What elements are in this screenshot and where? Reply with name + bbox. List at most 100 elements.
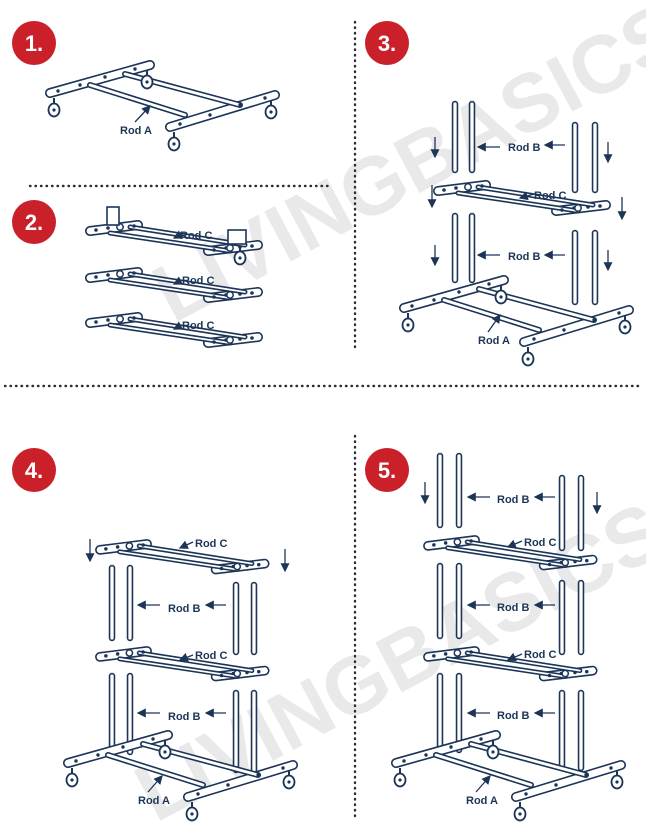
bolt-hole [196, 792, 200, 796]
bolt-hole [256, 669, 261, 674]
bolt-hole [141, 650, 145, 654]
bolt-hole [592, 318, 596, 322]
bolt-hole [443, 541, 448, 545]
bolt-hole [104, 654, 108, 658]
rod-c-cross-fill [138, 545, 253, 565]
step-number: 4. [25, 458, 43, 483]
bolt-hole [104, 547, 108, 551]
rod-a-cross-fill [442, 298, 541, 332]
bolt-hole [121, 745, 125, 749]
bolt-hole [245, 670, 249, 675]
rod-c-cross-fill [109, 232, 231, 252]
bolt-hole [115, 652, 120, 656]
bolt-hole [78, 83, 82, 87]
step-number: 2. [25, 210, 43, 235]
badge-circle [12, 200, 56, 244]
caster-hub [172, 142, 176, 146]
rod-b-label: Rod B [508, 251, 540, 263]
rod-b-label: Rod B [508, 142, 540, 154]
bolt-hole [106, 226, 110, 230]
bolt-hole [132, 224, 136, 228]
bolt-hole [250, 244, 254, 248]
bolt-hole [106, 273, 110, 277]
caster-hub [499, 295, 503, 299]
bolt-hole [141, 543, 145, 547]
bolt-hole [245, 563, 249, 568]
caster-hub [406, 323, 410, 327]
step-number: 5. [378, 458, 396, 483]
bolt-hole [94, 228, 98, 232]
rod-c-label: Rod C [182, 320, 214, 332]
label-arrow [487, 313, 501, 333]
bolt-hole [250, 291, 254, 295]
bolt-hole [424, 753, 428, 757]
base-rail-front-fill [512, 761, 625, 801]
bolt-hole [250, 336, 254, 340]
joint-socket [464, 183, 472, 191]
joint-socket [125, 542, 134, 550]
bolt-hole [554, 783, 558, 787]
rod-b-label: Rod B [168, 711, 200, 723]
bolt-hole [584, 558, 589, 563]
rod-b-label: Rod B [497, 602, 529, 614]
caster-hub [269, 110, 273, 114]
bolt-hole [94, 320, 98, 324]
rod-c-label: Rod C [180, 230, 212, 242]
bolt-hole [532, 337, 536, 341]
bolt-hole [212, 340, 216, 344]
caster-hub [491, 750, 495, 754]
badge-circle [12, 21, 56, 65]
base-rail-front-fill [166, 91, 279, 131]
bolt-hole [256, 773, 260, 777]
joint-socket [453, 538, 462, 546]
watermark-layer: LIVINGBASICS LIVINGBASICS [121, 0, 646, 824]
caster-hub [526, 357, 530, 361]
bolt-hole [256, 562, 261, 567]
bolt-hole [410, 304, 414, 308]
rod-c-label: Rod C [524, 649, 556, 661]
step-badge-3: 3. [365, 21, 409, 65]
label-arrow [172, 230, 184, 239]
rod-a-cross-fill [88, 83, 187, 117]
bolt-hole [103, 75, 107, 79]
bolt-hole [238, 103, 242, 107]
bolt-hole [598, 204, 602, 208]
rod-c-label: Rod C [195, 538, 227, 550]
step-number: 3. [378, 31, 396, 56]
bolt-hole [56, 89, 60, 93]
base-rail-back-fill [46, 61, 154, 97]
bolt-hole [263, 96, 267, 100]
bolt-hole [151, 737, 155, 741]
bolt-hole [449, 745, 453, 749]
rod-c-label: Rod C [524, 537, 556, 549]
bolt-hole [281, 766, 285, 770]
bolt-hole [219, 566, 224, 571]
caster-hub [623, 325, 627, 329]
rod-c-cross-fill [129, 226, 246, 246]
label-arrow [147, 775, 163, 793]
bolt-hole [106, 318, 110, 322]
label-arrow [475, 775, 491, 793]
bolt-hole [132, 271, 136, 275]
rod-c-cross-fill [138, 652, 253, 672]
bolt-hole [432, 298, 436, 302]
base-rail-back-fill [400, 276, 508, 312]
bolt-hole [238, 337, 242, 341]
base-rail-back-fill [392, 731, 500, 767]
rod-c-label: Rod C [534, 190, 566, 202]
rod-a-label: Rod A [478, 335, 510, 347]
bolt-hole [547, 673, 552, 678]
caster-hub [52, 108, 56, 112]
step-3-frame: Rod B Rod C Rod B Rod A [399, 100, 634, 367]
joint-socket [116, 315, 124, 323]
bolt-hole [443, 652, 448, 656]
bolt-hole [584, 773, 588, 777]
bolt-hole [609, 766, 613, 770]
label-arrow [134, 105, 151, 123]
caster-hub [615, 780, 619, 784]
